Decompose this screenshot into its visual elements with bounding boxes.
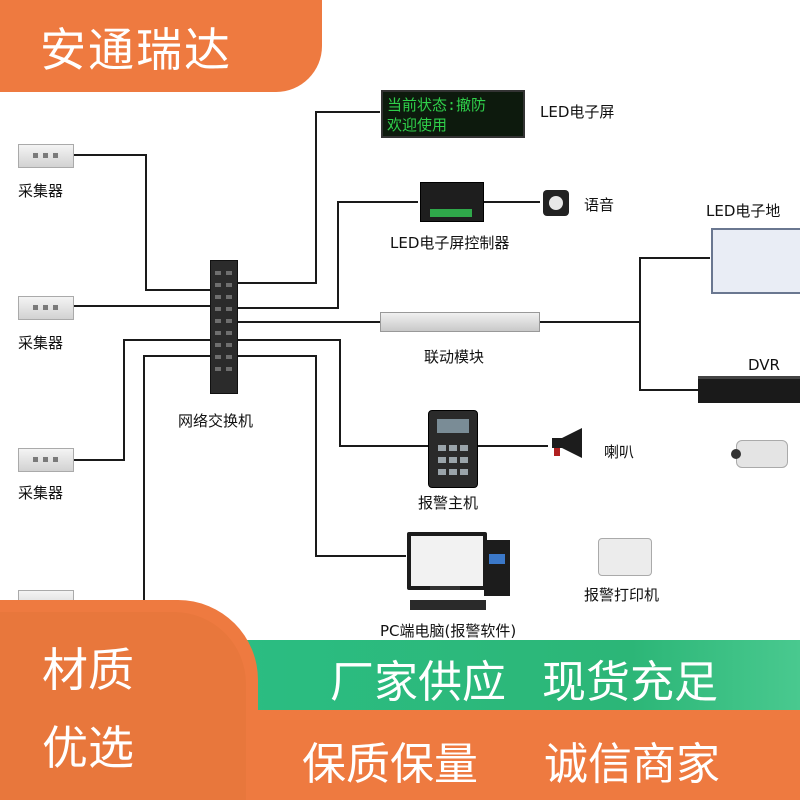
brand-banner: 安通瑞达 (0, 0, 322, 92)
line-module-dvr (639, 322, 698, 391)
green-banner-right: 现货充足 (542, 657, 718, 708)
collector-device-1 (18, 144, 74, 168)
network-switch (210, 260, 238, 394)
line-collector-4 (143, 355, 212, 600)
badge-line-2: 优选 (42, 721, 134, 775)
line-led-controller (236, 201, 418, 309)
green-banner: 厂家供应 现货充足 (238, 640, 800, 710)
link-module-device (380, 312, 540, 332)
line-pc (236, 355, 406, 557)
pc-monitor-icon (407, 532, 487, 590)
pc-stand (430, 586, 460, 590)
pc-label: PC端电脑(报警软件) (380, 622, 517, 640)
link-module-label: 联动模块 (424, 348, 485, 366)
line-collector-3 (72, 339, 212, 461)
network-switch-label: 网络交换机 (178, 412, 254, 430)
line-led-screen (236, 111, 380, 284)
quality-badge: 材质 优选 (0, 600, 258, 800)
led-map-label: LED电子地 (706, 202, 781, 220)
led-screen-device: 当前状态:撤防 欢迎使用 (381, 90, 525, 138)
collector-label-3: 采集器 (18, 484, 64, 502)
collector-label-2: 采集器 (18, 334, 64, 352)
orange-banner-left: 保质保量 (302, 739, 478, 790)
camera-icon (731, 440, 788, 468)
collector-device-3 (18, 448, 74, 472)
speaker-label: 语音 (584, 196, 615, 214)
horn-icon (552, 428, 582, 458)
dvr-device (698, 376, 800, 403)
dvr-label: DVR (748, 356, 780, 374)
pc-tower-icon (484, 540, 510, 596)
collector-label-1: 采集器 (18, 182, 64, 200)
badge-line-1: 材质 (42, 643, 134, 697)
led-screen-label: LED电子屏 (540, 103, 615, 121)
collector-device-2 (18, 296, 74, 320)
brand-name: 安通瑞达 (40, 23, 232, 77)
line-alarm-host (236, 339, 428, 447)
alarm-host-label: 报警主机 (418, 494, 479, 512)
led-controller-label: LED电子屏控制器 (390, 234, 510, 252)
alarm-host-device (428, 410, 478, 488)
led-controller-terminal (430, 209, 472, 217)
line-module-map (538, 257, 710, 323)
alarm-printer-label: 报警打印机 (584, 586, 660, 604)
line-collector-1 (72, 154, 212, 291)
keyboard-icon (410, 600, 486, 610)
printer-icon (598, 538, 652, 576)
green-banner-left: 厂家供应 (330, 657, 506, 708)
horn-label: 喇叭 (604, 443, 635, 461)
led-map-device (711, 228, 800, 294)
led-screen-line-1: 当前状态:撤防 (387, 96, 487, 114)
orange-banner-right: 诚信商家 (544, 739, 720, 790)
speaker-icon (543, 190, 569, 216)
orange-banner: 保质保量 诚信商家 (240, 710, 800, 800)
led-screen-line-2: 欢迎使用 (387, 116, 448, 134)
